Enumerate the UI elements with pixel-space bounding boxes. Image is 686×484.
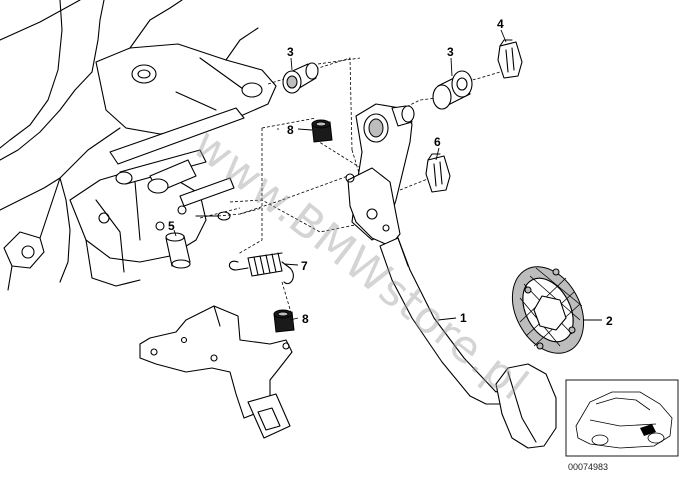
bushing-left bbox=[282, 62, 319, 94]
callout-7: 7 bbox=[301, 259, 308, 273]
bushing-right bbox=[432, 70, 473, 110]
callout-1: 1 bbox=[460, 311, 467, 325]
pedal-pin bbox=[165, 232, 191, 269]
assembly-guide-lines bbox=[199, 57, 501, 317]
clutch-pedal-lever bbox=[345, 103, 557, 449]
callout-4: 4 bbox=[497, 17, 504, 31]
lower-mounting-bracket bbox=[139, 305, 293, 439]
callout-5: 5 bbox=[168, 219, 175, 233]
pedal-bracket-assembly bbox=[0, 0, 277, 291]
callout-2: 2 bbox=[606, 314, 613, 328]
callout-8-upper: 8 bbox=[287, 123, 294, 137]
spacer-lower bbox=[273, 309, 295, 333]
callout-8-lower: 8 bbox=[302, 312, 309, 326]
pedal-pad-cover bbox=[511, 266, 585, 354]
vehicle-thumbnail bbox=[565, 379, 679, 457]
callout-3-left: 3 bbox=[287, 45, 294, 59]
callout-leader-lines bbox=[173, 29, 602, 321]
clip-upper bbox=[497, 39, 523, 79]
callout-6: 6 bbox=[434, 135, 441, 149]
return-spring bbox=[228, 252, 294, 285]
diagram-number: 00074983 bbox=[568, 462, 608, 472]
clip-lower bbox=[425, 153, 451, 193]
spacer-upper bbox=[311, 119, 333, 143]
callout-numbers: 1 2 3 3 4 5 6 7 8 8 bbox=[168, 17, 613, 328]
callout-3-right: 3 bbox=[447, 45, 454, 59]
